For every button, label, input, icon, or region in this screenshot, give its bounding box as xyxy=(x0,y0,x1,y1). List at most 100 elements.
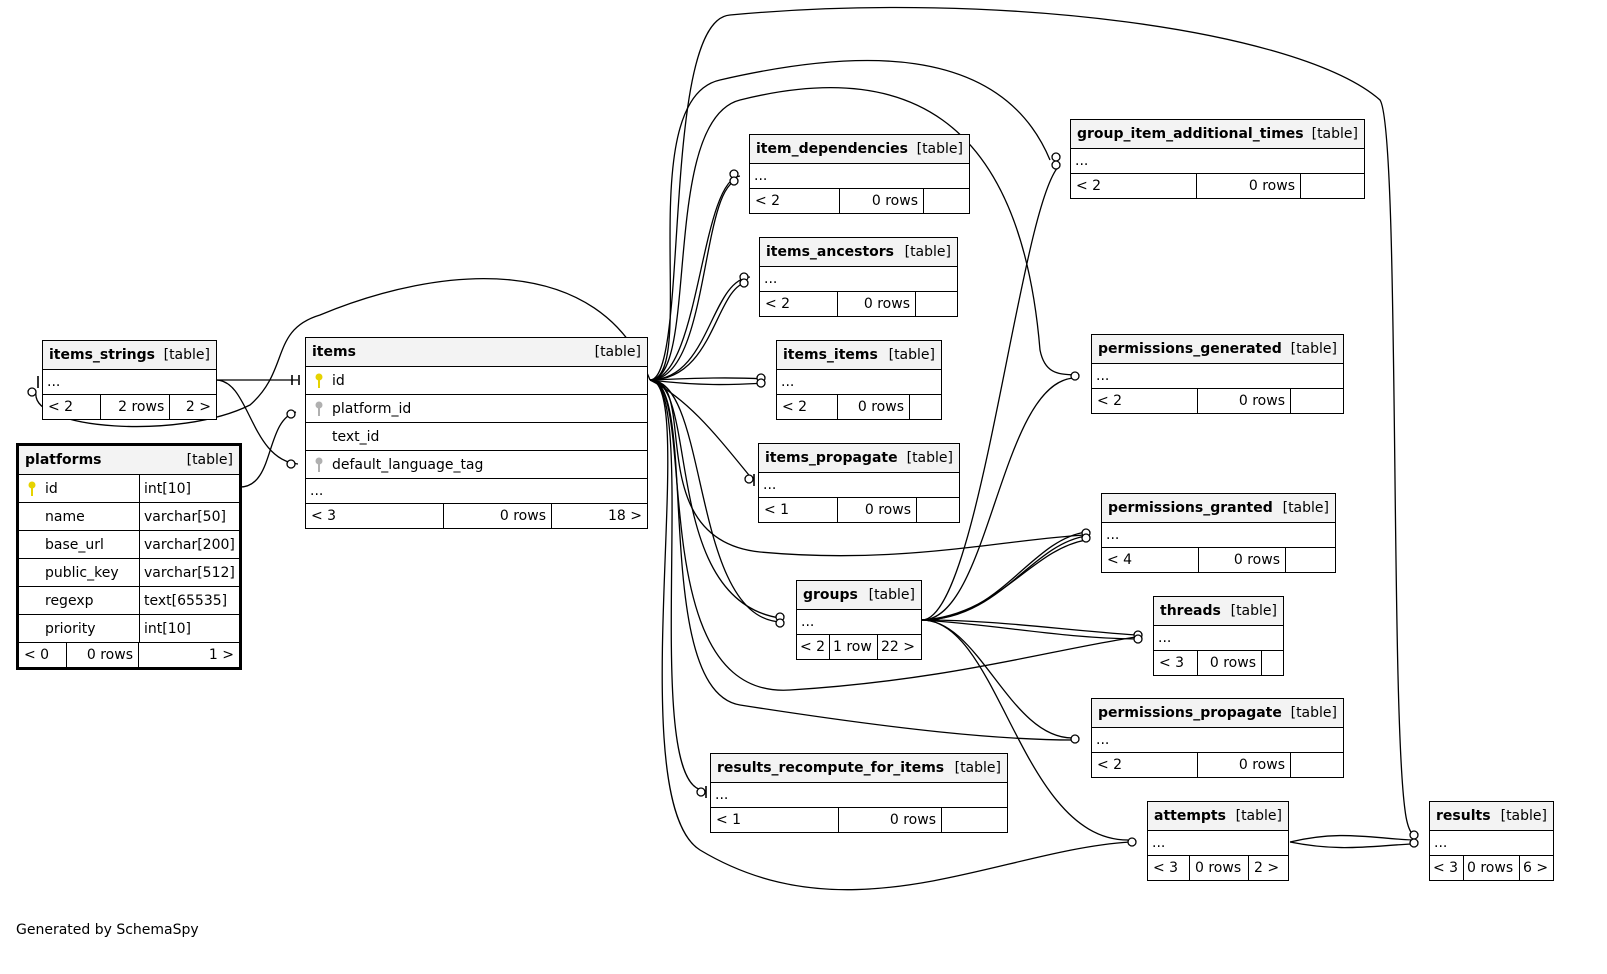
children-count[interactable] xyxy=(924,189,969,213)
table-footer: < 2 0 rows xyxy=(750,189,969,213)
more-columns: ... xyxy=(759,473,959,498)
table-results[interactable]: results[table] ... < 3 0 rows 6 > xyxy=(1429,801,1554,881)
table-permissions-generated[interactable]: permissions_generated[table] ... < 2 0 r… xyxy=(1091,334,1344,414)
table-footer: < 2 0 rows xyxy=(1071,174,1364,198)
table-threads[interactable]: threads[table] ... < 3 0 rows xyxy=(1153,596,1284,676)
table-tag: [table] xyxy=(1290,705,1337,721)
children-count[interactable]: 1 > xyxy=(208,647,234,663)
column-name: regexp xyxy=(45,592,94,609)
row-count: 0 rows xyxy=(1190,856,1249,880)
table-permissions-propagate[interactable]: permissions_propagate[table] ... < 2 0 r… xyxy=(1091,698,1344,778)
column-row: id xyxy=(306,367,647,395)
more-columns: ... xyxy=(750,164,969,189)
row-count: 0 rows xyxy=(1464,856,1520,880)
parents-count[interactable]: < 3 xyxy=(1148,856,1190,880)
row-count: 0 rows xyxy=(1198,389,1291,413)
parents-count[interactable]: < 2 xyxy=(1092,753,1198,777)
table-items-ancestors[interactable]: items_ancestors[table] ... < 2 0 rows xyxy=(759,237,958,317)
parents-count[interactable]: < 2 xyxy=(797,635,830,659)
column-name: text_id xyxy=(332,428,380,445)
primary-key-icon xyxy=(306,373,332,389)
more-columns: ... xyxy=(1071,149,1364,174)
table-items[interactable]: items[table] id platform_id text_id defa… xyxy=(305,337,648,529)
children-count[interactable] xyxy=(1262,651,1283,675)
table-tag: [table] xyxy=(1311,126,1358,142)
more-columns: ... xyxy=(1154,626,1283,651)
column-row: platform_id xyxy=(306,395,647,423)
table-tag: [table] xyxy=(1235,808,1282,824)
children-count[interactable]: 22 > xyxy=(881,639,915,655)
table-header: group_item_additional_times[table] xyxy=(1071,120,1364,149)
more-columns: ... xyxy=(43,370,216,395)
table-permissions-granted[interactable]: permissions_granted[table] ... < 4 0 row… xyxy=(1101,493,1336,573)
table-header: items[table] xyxy=(306,338,647,367)
table-name: items_items xyxy=(783,347,878,363)
table-tag: [table] xyxy=(1500,808,1547,824)
table-items-propagate[interactable]: items_propagate[table] ... < 1 0 rows xyxy=(758,443,960,523)
table-footer: < 1 0 rows xyxy=(759,498,959,522)
children-count[interactable] xyxy=(916,292,957,316)
children-count[interactable] xyxy=(1291,389,1343,413)
foreign-key-icon xyxy=(306,401,332,417)
table-items-strings[interactable]: items_strings[table] ... < 2 2 rows 2 > xyxy=(42,340,217,420)
table-header: results[table] xyxy=(1430,802,1553,831)
table-tag: [table] xyxy=(163,347,210,363)
row-count: 0 rows xyxy=(840,189,924,213)
more-columns: ... xyxy=(306,479,647,504)
table-header: items_propagate[table] xyxy=(759,444,959,473)
table-header: item_dependencies[table] xyxy=(750,135,969,164)
children-count[interactable]: 18 > xyxy=(608,508,642,524)
more-columns: ... xyxy=(1148,831,1288,856)
children-count[interactable]: 6 > xyxy=(1523,860,1549,876)
table-header: groups[table] xyxy=(797,581,921,610)
parents-count[interactable]: < 3 xyxy=(1154,651,1198,675)
table-tag: [table] xyxy=(868,587,915,603)
parents-count[interactable]: < 1 xyxy=(711,808,839,832)
column-name: base_url xyxy=(45,536,104,553)
table-items-items[interactable]: items_items[table] ... < 2 0 rows xyxy=(776,340,942,420)
parents-count[interactable]: < 2 xyxy=(760,292,838,316)
table-attempts[interactable]: attempts[table] ... < 3 0 rows 2 > xyxy=(1147,801,1289,881)
table-groups[interactable]: groups[table] ... < 2 1 row 22 > xyxy=(796,580,922,660)
table-header: platforms[table] xyxy=(19,446,239,475)
table-results-recompute-for-items[interactable]: results_recompute_for_items[table] ... <… xyxy=(710,753,1008,833)
column-row: text_id xyxy=(306,423,647,451)
parents-count[interactable]: < 3 xyxy=(306,504,444,528)
children-count[interactable]: 2 > xyxy=(185,399,211,415)
table-header: attempts[table] xyxy=(1148,802,1288,831)
table-header: items_strings[table] xyxy=(43,341,216,370)
table-name: item_dependencies xyxy=(756,141,908,157)
parents-count[interactable]: < 2 xyxy=(750,189,840,213)
children-count[interactable] xyxy=(1301,174,1364,198)
children-count[interactable] xyxy=(942,808,1007,832)
children-count[interactable] xyxy=(1286,548,1335,572)
table-header: permissions_propagate[table] xyxy=(1092,699,1343,728)
children-count[interactable] xyxy=(917,498,959,522)
table-footer: < 2 0 rows xyxy=(1092,753,1343,777)
more-columns: ... xyxy=(777,370,941,395)
parents-count[interactable]: < 1 xyxy=(759,498,838,522)
row-count: 0 rows xyxy=(1198,651,1262,675)
parents-count[interactable]: < 2 xyxy=(1071,174,1197,198)
more-columns: ... xyxy=(1092,728,1343,753)
parents-count[interactable]: < 2 xyxy=(777,395,838,419)
more-columns: ... xyxy=(1102,523,1335,548)
parents-count[interactable]: < 3 xyxy=(1430,856,1464,880)
children-count[interactable] xyxy=(910,395,941,419)
children-count[interactable] xyxy=(1291,753,1343,777)
column-type: int[10] xyxy=(144,620,191,637)
children-count[interactable]: 2 > xyxy=(1254,860,1280,876)
row-count: 0 rows xyxy=(839,808,942,832)
table-tag: [table] xyxy=(888,347,935,363)
table-group-item-additional-times[interactable]: group_item_additional_times[table] ... <… xyxy=(1070,119,1365,199)
parents-count[interactable]: < 0 xyxy=(19,643,67,667)
parents-count[interactable]: < 2 xyxy=(1092,389,1198,413)
table-footer: < 2 2 rows 2 > xyxy=(43,395,216,419)
table-item-dependencies[interactable]: item_dependencies[table] ... < 2 0 rows xyxy=(749,134,970,214)
parents-count[interactable]: < 4 xyxy=(1102,548,1199,572)
parents-count[interactable]: < 2 xyxy=(43,395,101,419)
